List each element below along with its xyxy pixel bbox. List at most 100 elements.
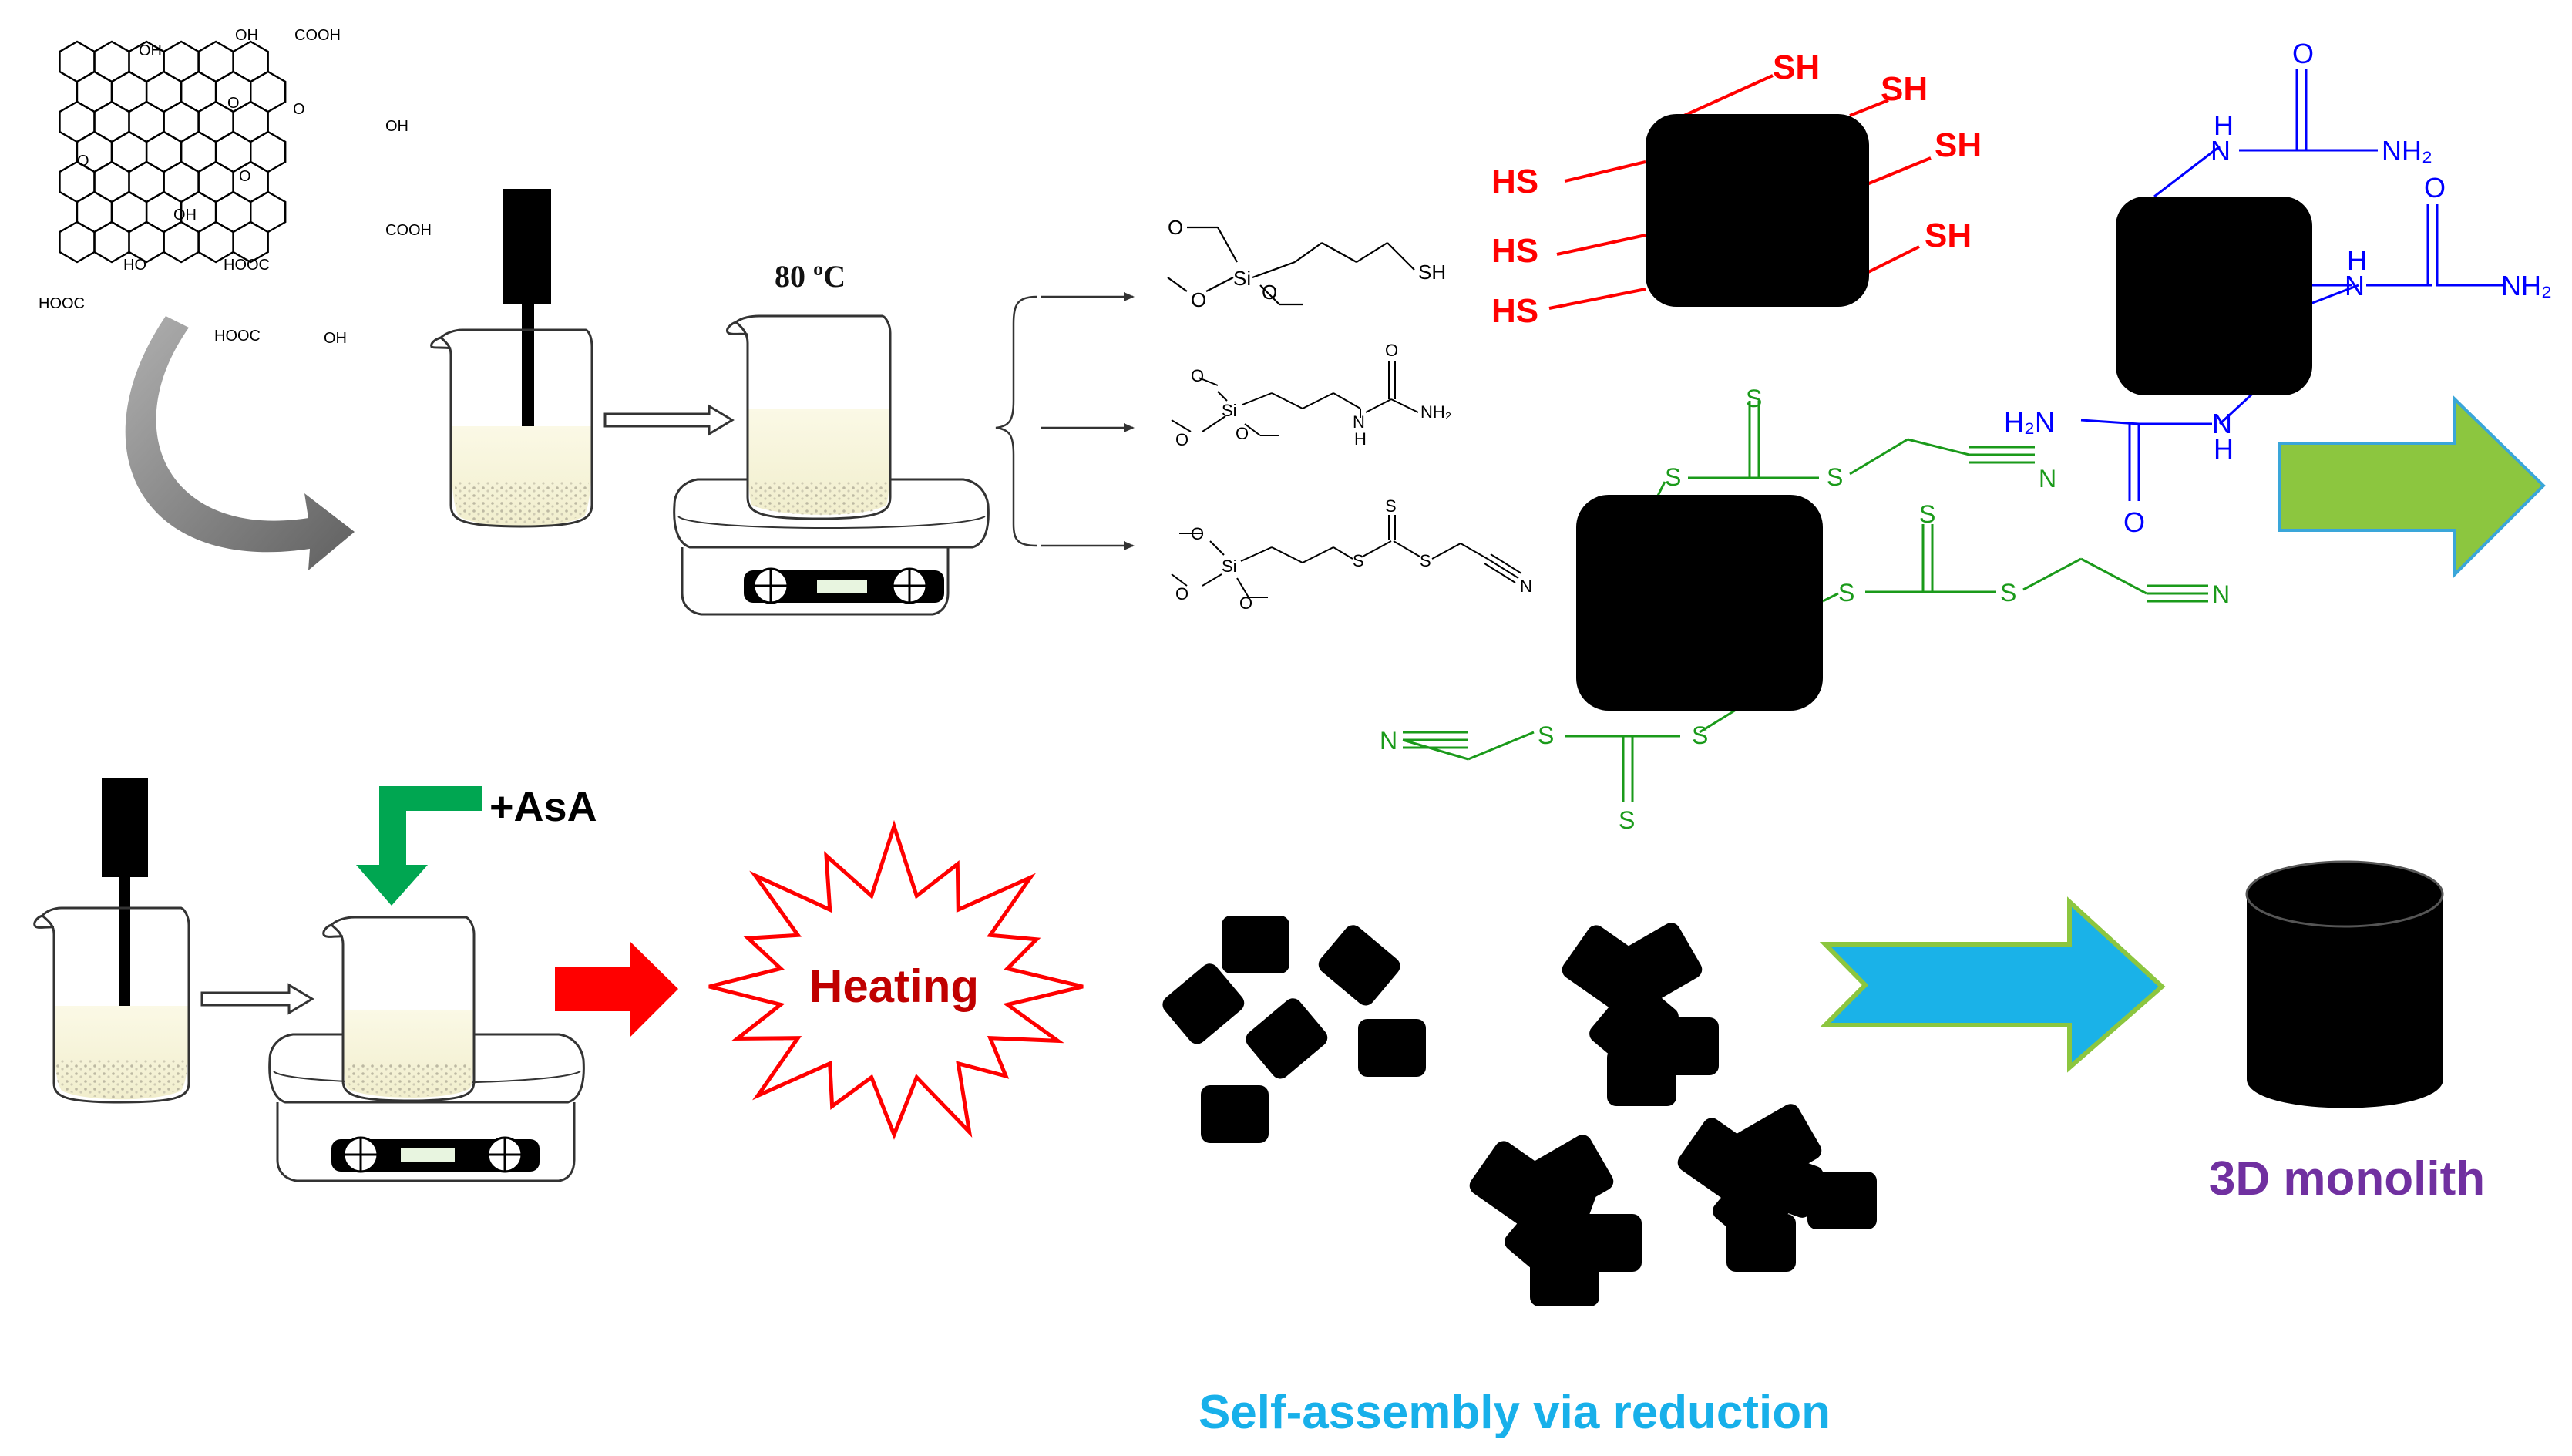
process-arrow-icon (200, 983, 314, 1015)
svg-text:NH₂: NH₂ (2382, 135, 2432, 166)
trithiocarbonate-functionalized-sheet: S S S N S S S N S S S N (1380, 385, 2230, 834)
svg-text:S: S (2000, 579, 2016, 607)
svg-text:S: S (1919, 500, 1935, 528)
lattice-ring (163, 220, 200, 264)
functional-group-label: OH (385, 118, 408, 135)
functional-group-label: O (77, 153, 89, 170)
lattice-ring (232, 220, 269, 264)
ureidopropyl-silane-atoms: O Si O O N H O NH₂ (1175, 341, 1451, 449)
svg-text:H: H (1354, 429, 1367, 449)
sonicator-probe-icon (102, 778, 148, 877)
svg-text:N: N (2039, 465, 2056, 493)
svg-text:N: N (2212, 580, 2230, 608)
svg-text:O: O (1191, 524, 1204, 543)
svg-text:S: S (1420, 551, 1431, 570)
process-arrow-icon (603, 404, 735, 436)
monolith-cylinder (2245, 860, 2444, 1108)
svg-text:N: N (1353, 412, 1365, 432)
green-arrow-icon (2278, 395, 2546, 578)
reagent-label: +AsA (489, 784, 597, 830)
urea-functionalized-sheet: H N O NH₂ H N O NH₂ N H H₂N O (2004, 38, 2552, 538)
heated-beaker-2 (322, 916, 476, 1102)
functional-group-label: OH (235, 27, 258, 44)
functional-group-label: O (239, 168, 251, 185)
sonication-beaker-2 (33, 778, 190, 1104)
self-assembly-label: Self-assembly via reduction (1199, 1386, 1831, 1439)
svg-text:N: N (2212, 408, 2232, 439)
svg-text:O: O (2123, 506, 2145, 538)
heated-beaker (725, 314, 892, 520)
svg-text:HS: HS (1491, 232, 1538, 270)
svg-text:S: S (1385, 496, 1397, 516)
svg-text:O: O (1175, 430, 1188, 449)
svg-text:N: N (2345, 270, 2365, 301)
svg-text:Si: Si (1222, 401, 1237, 420)
dispersed-sheets (1162, 916, 1426, 1143)
svg-text:S: S (1746, 385, 1762, 412)
svg-text:O: O (2424, 172, 2446, 203)
functional-group-label: O (227, 95, 240, 112)
thiol-functionalized-sheet: SH SH SH SH HS HS HS (1491, 49, 1982, 330)
functional-group-label: O (293, 101, 305, 118)
svg-text:SH: SH (1881, 70, 1928, 108)
trithiocarbonate-silane-atoms: O Si O O S S S N (1175, 496, 1532, 613)
branch-brace (995, 292, 1135, 550)
svg-text:Si: Si (1233, 267, 1251, 290)
blue-arrow-icon (1819, 896, 2166, 1073)
svg-text:H: H (2214, 433, 2234, 465)
functional-group-label: OH (173, 207, 197, 224)
svg-text:O: O (1191, 288, 1206, 311)
temperature-label: 80 ºC (775, 259, 846, 294)
functional-group-label: HOOC (39, 295, 85, 312)
ureidopropyl-silane (1171, 361, 1419, 436)
svg-text:O: O (1191, 366, 1204, 385)
mercaptopropyl-silane-atoms: O Si O O SH (1168, 216, 1446, 311)
monolith-label: 3D monolith (2209, 1152, 2485, 1205)
svg-text:S: S (1665, 463, 1681, 491)
mercaptopropyl-silane (1167, 226, 1415, 306)
svg-text:N: N (1380, 727, 1397, 755)
svg-text:O: O (1262, 281, 1277, 304)
heating-label: Heating (809, 960, 979, 1012)
functional-group-label: HOOC (214, 328, 261, 345)
functional-group-label: COOH (385, 222, 432, 239)
reagent-addition-arrow-icon (356, 786, 482, 906)
svg-text:N: N (2211, 135, 2231, 166)
svg-text:S: S (1619, 806, 1635, 834)
svg-text:S: S (1838, 579, 1854, 607)
svg-text:SH: SH (1418, 261, 1446, 284)
svg-text:H₂N: H₂N (2004, 406, 2055, 438)
svg-text:O: O (1385, 341, 1398, 360)
svg-text:O: O (1168, 216, 1183, 239)
svg-text:SH: SH (1773, 49, 1820, 86)
svg-text:Si: Si (1222, 557, 1237, 576)
svg-text:H: H (2347, 244, 2367, 276)
red-arrow-icon (555, 942, 678, 1037)
svg-text:S: S (1538, 721, 1554, 749)
svg-text:NH₂: NH₂ (2501, 270, 2552, 301)
svg-text:O: O (1175, 584, 1188, 604)
sonicator-probe-icon (503, 189, 551, 304)
svg-text:O: O (2292, 38, 2314, 69)
svg-text:H: H (2214, 109, 2234, 141)
lattice-ring (59, 220, 96, 264)
curved-arrow-icon (125, 316, 355, 570)
functional-group-label: HO (123, 257, 146, 274)
svg-text:SH: SH (1925, 217, 1972, 254)
trithiocarbonate-silane (1171, 515, 1522, 598)
svg-text:O: O (1239, 593, 1252, 613)
svg-text:O: O (1236, 424, 1249, 443)
heating-starburst: Heating (708, 819, 1084, 1140)
svg-text:S: S (1353, 551, 1364, 570)
svg-text:NH₂: NH₂ (1420, 402, 1451, 422)
sonication-beaker (430, 189, 593, 528)
assembled-clusters (1469, 923, 1877, 1306)
svg-text:HS: HS (1491, 292, 1538, 330)
functional-group-label: HOOC (224, 257, 270, 274)
svg-text:N: N (1520, 577, 1532, 596)
functional-group-label: OH (324, 330, 347, 347)
functional-group-label: COOH (294, 27, 341, 44)
svg-text:HS: HS (1491, 163, 1538, 200)
